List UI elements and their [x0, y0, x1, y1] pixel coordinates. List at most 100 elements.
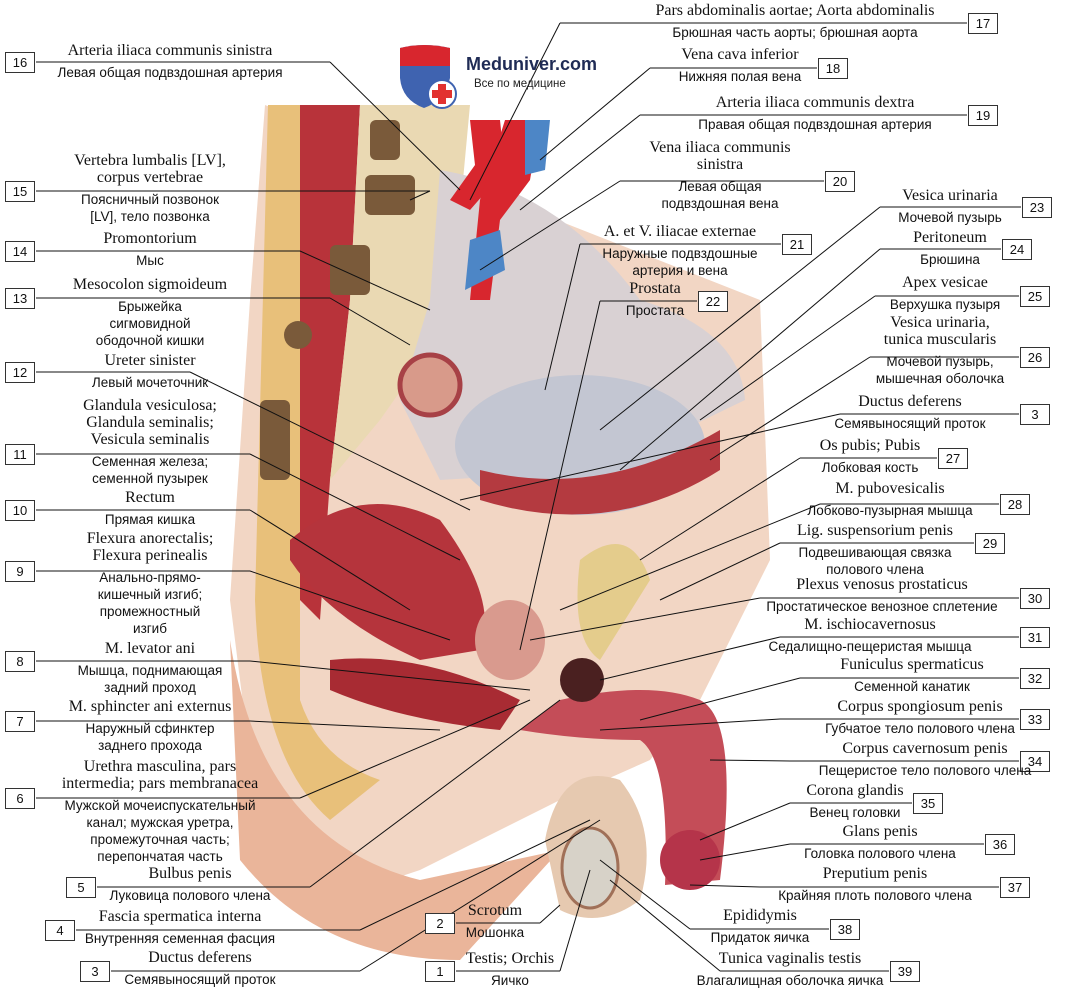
latin-term: Peritoneum [913, 229, 987, 246]
russian-term: Нижняя полая вена [678, 69, 802, 84]
latin-term: Funiculus spermaticus [840, 656, 984, 673]
latin-term: Ductus deferens [148, 949, 252, 966]
russian-term: Внутренняя семенная фасция [84, 931, 276, 946]
label-number: 13 [5, 288, 35, 309]
label-number: 15 [5, 181, 35, 202]
latin-term: Vena iliaca communis [649, 139, 791, 156]
latin-term: Prostata [629, 280, 681, 297]
russian-term: Наружный сфинктер [85, 721, 215, 736]
latin-term: Rectum [125, 489, 175, 506]
russian-term: Мыс [136, 253, 164, 268]
leader-line [699, 295, 876, 421]
label-number: 33 [1020, 709, 1050, 730]
latin-term: Glandula seminalis; [86, 414, 214, 431]
russian-term: сигмовидной [109, 316, 191, 331]
russian-term: [LV], тело позвонка [90, 209, 210, 224]
label-11: Glandula vesiculosa;Glandula seminalis;V… [0, 397, 350, 487]
leader-line [539, 904, 561, 924]
label-number: 14 [5, 241, 35, 262]
russian-term: Наружные подвздошные [602, 246, 758, 261]
russian-term: Влагалищная оболочка яичка [696, 973, 884, 988]
latin-term: Flexura anorectalis; [86, 530, 214, 547]
label-number: 6 [5, 788, 35, 809]
leader-line [559, 503, 821, 611]
leader-line [699, 843, 791, 861]
label-number: 24 [1002, 239, 1032, 260]
russian-term: Придаток яичка [710, 930, 810, 945]
latin-term: Vesicula seminalis [90, 431, 210, 448]
russian-term: изгиб [133, 621, 167, 636]
label-number: 8 [5, 651, 35, 672]
label-number: 21 [782, 234, 812, 255]
leader-line [309, 699, 561, 888]
russian-term: артерия и вена [632, 263, 728, 278]
russian-term: Венец головки [809, 805, 901, 820]
leader-line [249, 453, 461, 561]
label-number: 34 [1020, 751, 1050, 772]
latin-term: intermedia; pars membranacea [61, 775, 259, 792]
latin-term: Vesica urinaria, [890, 314, 990, 331]
latin-term: Ductus deferens [858, 393, 962, 410]
latin-term: Vesica urinaria [902, 187, 998, 204]
russian-term: семенной пузырек [92, 471, 208, 486]
leader-line [599, 718, 781, 731]
latin-term: M. sphincter ani externus [68, 698, 232, 715]
leader-line [299, 250, 431, 311]
leader-line [599, 859, 691, 930]
leader-line [299, 699, 531, 799]
leader-line [599, 636, 781, 681]
russian-term: Анально-прямо- [99, 570, 201, 585]
russian-term: Простата [625, 303, 685, 318]
russian-term: кишечный изгиб; [97, 587, 203, 602]
latin-term: Scrotum [467, 902, 523, 919]
leader-line [709, 356, 871, 461]
label-17: Pars abdominalis aortae; Aorta abdominal… [595, 2, 995, 41]
russian-term: Поясничный позвонок [80, 192, 219, 207]
latin-term: Glandula vesiculosa; [83, 397, 217, 414]
label-number: 5 [66, 877, 96, 898]
latin-term: tunica muscularis [883, 331, 997, 348]
latin-term: Mesocolon sigmoideum [72, 276, 228, 293]
russian-term: Левая общая [678, 179, 762, 194]
label-number: 19 [968, 105, 998, 126]
back-muscles [300, 105, 360, 620]
russian-term: Лобково-пузырная мышца [807, 503, 973, 518]
logo-name: Meduniver.com [466, 54, 598, 74]
label-number: 32 [1020, 668, 1050, 689]
latin-term: Vena cava inferior [681, 46, 799, 63]
label-number: 12 [5, 362, 35, 383]
russian-term: ободочной кишки [95, 333, 205, 348]
latin-term: corpus vertebrae [96, 169, 204, 186]
label-number: 39 [890, 961, 920, 982]
latin-term: Pars abdominalis aortae; Aorta abdominal… [655, 2, 935, 19]
leader-line [519, 300, 601, 651]
meduniver-logo[interactable]: Meduniver.com Все по медицине [394, 42, 614, 112]
label-number: 16 [5, 52, 35, 73]
russian-term: Семявыносящий проток [124, 972, 276, 987]
russian-term: Лобковая кость [821, 460, 919, 475]
leader-line [709, 759, 791, 762]
leader-line [559, 869, 591, 972]
logo-tagline: Все по медицине [474, 78, 566, 90]
